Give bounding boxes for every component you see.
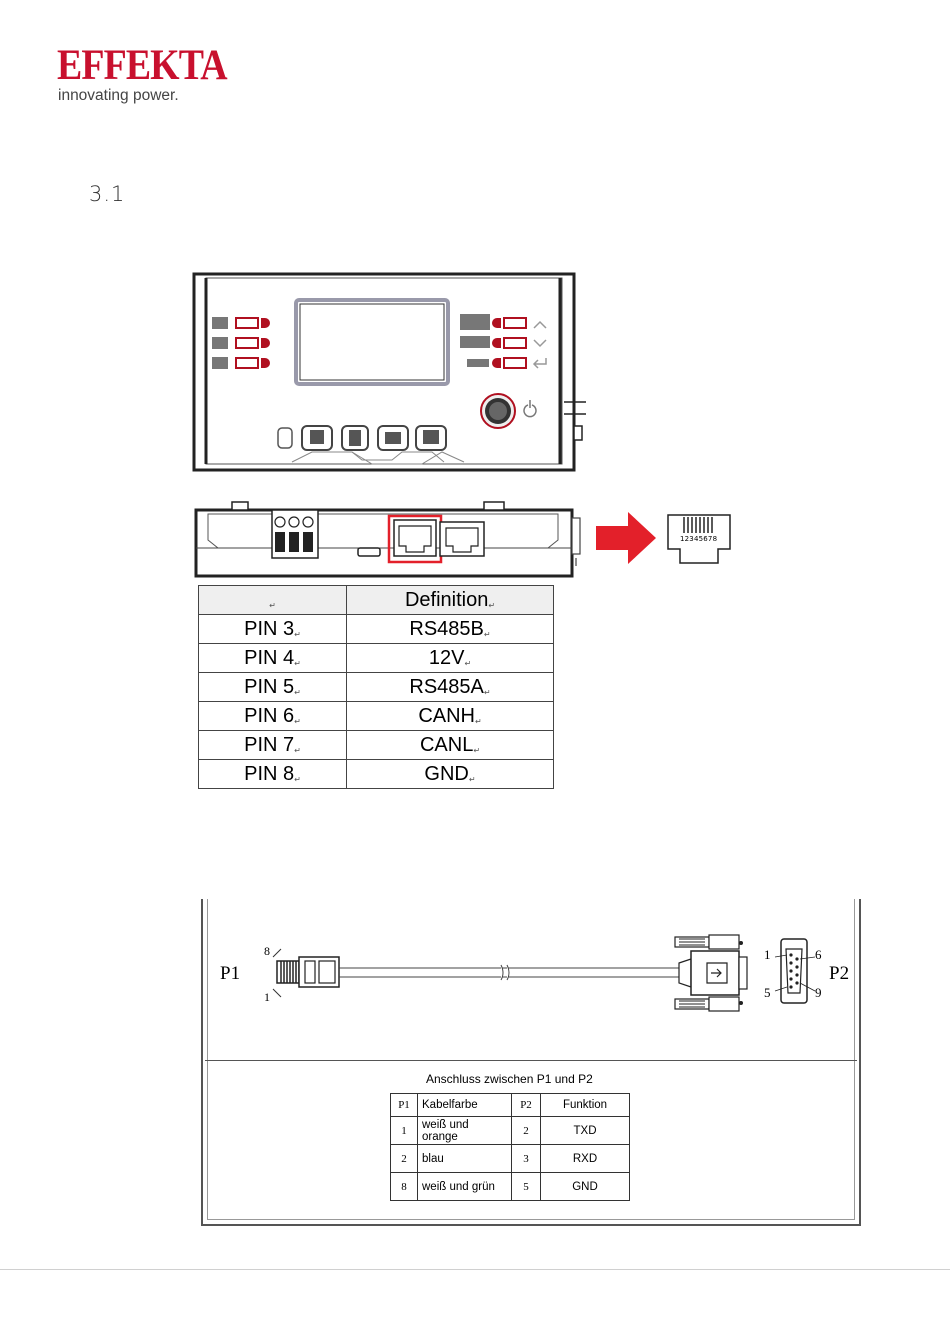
paragraph-mark: ↵ xyxy=(294,717,301,726)
pin-cell: PIN 3↵ xyxy=(199,615,347,644)
pin-cell: PIN 5↵ xyxy=(199,673,347,702)
color-cell: blau xyxy=(418,1145,512,1173)
p1-header: P1 xyxy=(391,1094,418,1117)
paragraph-mark: ↵ xyxy=(469,775,476,784)
paragraph-mark: ↵ xyxy=(484,630,491,639)
paragraph-mark: ↵ xyxy=(294,746,301,755)
paragraph-mark: ↵ xyxy=(473,746,480,755)
box-inner-border xyxy=(207,1219,855,1220)
p2-cell: 3 xyxy=(512,1145,541,1173)
section-number: 3.1 xyxy=(89,182,125,206)
connection-table: P1 Kabelfarbe P2 Funktion 1 weiß und ora… xyxy=(390,1093,630,1201)
table-row: PIN 8↵ GND↵ xyxy=(199,760,554,789)
definition-cell: CANL↵ xyxy=(347,731,554,760)
function-cell: TXD xyxy=(541,1117,630,1145)
pin-cell: PIN 6↵ xyxy=(199,702,347,731)
paragraph-mark: ↵ xyxy=(484,688,491,697)
p1-cell: 1 xyxy=(391,1117,418,1145)
paragraph-mark: ↵ xyxy=(294,659,301,668)
definition-cell: 12V↵ xyxy=(347,644,554,673)
p2-pin-1: 1 xyxy=(764,947,771,962)
paragraph-mark: ↵ xyxy=(294,688,301,697)
definition-header: Definition↵ xyxy=(347,586,554,615)
p1-cell: 2 xyxy=(391,1145,418,1173)
color-header: Kabelfarbe xyxy=(418,1094,512,1117)
table-row: PIN 3↵ RS485B↵ xyxy=(199,615,554,644)
table-row: 8 weiß und grün 5 GND xyxy=(391,1173,630,1201)
table-header-row: P1 Kabelfarbe P2 Funktion xyxy=(391,1094,630,1117)
pin-cell: PIN 4↵ xyxy=(199,644,347,673)
connection-caption: Anschluss zwischen P1 und P2 xyxy=(426,1072,593,1086)
pin-header: ↵ xyxy=(199,586,347,615)
function-cell: GND xyxy=(541,1173,630,1201)
device-bottom-illustration xyxy=(192,500,592,582)
arrow-right-icon xyxy=(594,510,658,566)
db9-face-icon xyxy=(775,939,815,1003)
table-row: PIN 4↵ 12V↵ xyxy=(199,644,554,673)
p1-pin-bottom: 1 xyxy=(264,990,270,1004)
p2-pin-5: 5 xyxy=(764,985,771,1000)
p2-cell: 2 xyxy=(512,1117,541,1145)
paragraph-mark: ↵ xyxy=(294,775,301,784)
pin-cell: PIN 7↵ xyxy=(199,731,347,760)
definition-cell: GND↵ xyxy=(347,760,554,789)
table-row: 2 blau 3 RXD xyxy=(391,1145,630,1173)
footer-divider xyxy=(0,1269,950,1270)
definition-cell: RS485B↵ xyxy=(347,615,554,644)
paragraph-mark: ↵ xyxy=(488,601,495,610)
function-cell: RXD xyxy=(541,1145,630,1173)
rj45-plug-icon xyxy=(273,949,339,997)
p1-label: P1 xyxy=(220,963,240,984)
table-row: PIN 6↵ CANH↵ xyxy=(199,702,554,731)
paragraph-mark: ↵ xyxy=(294,630,301,639)
p1-cell: 8 xyxy=(391,1173,418,1201)
p2-pin-6: 6 xyxy=(815,947,822,962)
p2-header: P2 xyxy=(512,1094,541,1117)
pin-definition-table: ↵ Definition↵ PIN 3↵ RS485B↵ PIN 4↵ 12V↵… xyxy=(198,585,554,789)
paragraph-mark: ↵ xyxy=(475,717,482,726)
p2-cell: 5 xyxy=(512,1173,541,1201)
table-row: PIN 7↵ CANL↵ xyxy=(199,731,554,760)
rj45-jack-pinout: 12345678 xyxy=(666,513,732,567)
box-divider xyxy=(205,1060,857,1061)
logo-tagline: innovating power. xyxy=(58,87,179,105)
effekta-logo: EFFEKTA innovating power. xyxy=(57,44,247,108)
color-cell: weiß und grün xyxy=(418,1173,512,1201)
p1-pin-top: 8 xyxy=(264,944,270,958)
p2-pin-9: 9 xyxy=(815,985,822,1000)
definition-cell: CANH↵ xyxy=(347,702,554,731)
jack-pin-numbers: 12345678 xyxy=(680,535,717,543)
p2-label: P2 xyxy=(829,963,849,984)
color-cell: weiß und orange xyxy=(418,1117,512,1145)
device-front-illustration xyxy=(192,272,592,472)
table-row: 1 weiß und orange 2 TXD xyxy=(391,1117,630,1145)
paragraph-mark: ↵ xyxy=(464,659,471,668)
logo-wordmark: EFFEKTA xyxy=(57,44,227,88)
paragraph-mark: ↵ xyxy=(269,601,276,610)
db9-connector-icon xyxy=(675,935,747,1011)
table-row: PIN 5↵ RS485A↵ xyxy=(199,673,554,702)
pin-cell: PIN 8↵ xyxy=(199,760,347,789)
definition-cell: RS485A↵ xyxy=(347,673,554,702)
cable-drawing: P1 8 1 P2 1 6 5 9 xyxy=(203,899,859,1059)
function-header: Funktion xyxy=(541,1094,630,1117)
table-header-row: ↵ Definition↵ xyxy=(199,586,554,615)
